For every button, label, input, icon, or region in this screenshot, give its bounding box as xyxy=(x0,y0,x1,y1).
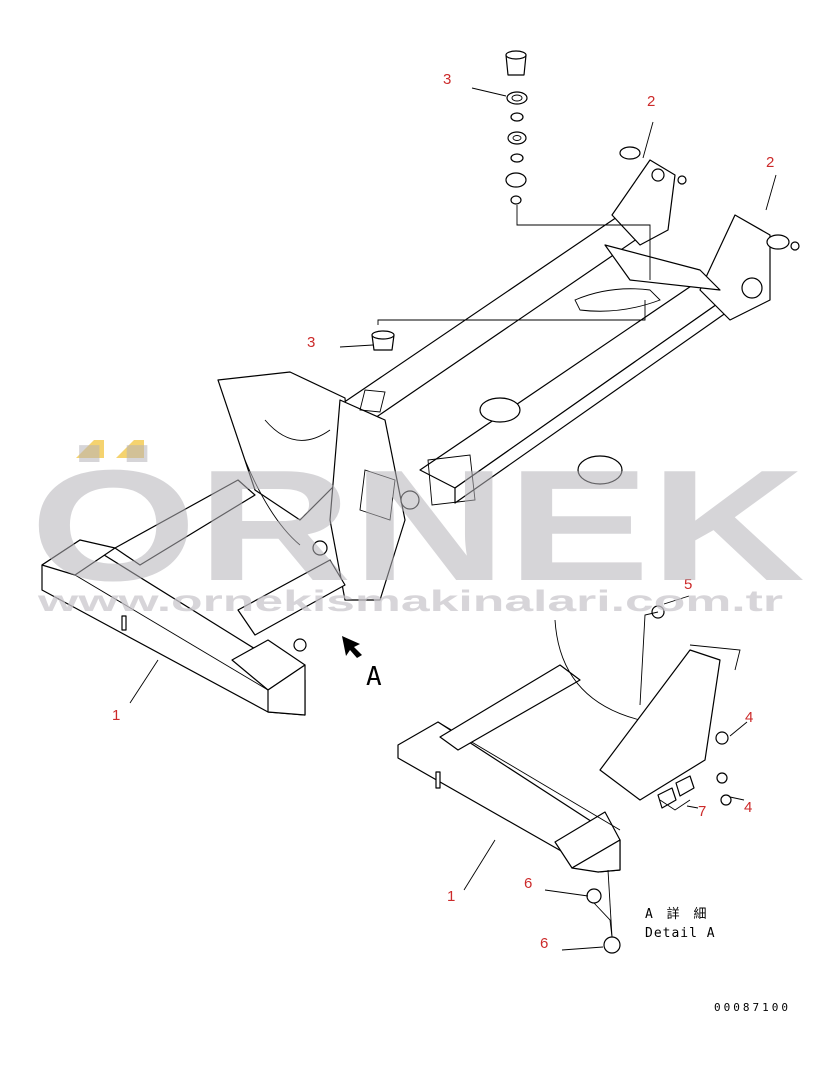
watermark-brand: ÖRNEK xyxy=(30,438,805,614)
detail-a-drawing xyxy=(397,605,741,954)
watermark-accent-right xyxy=(116,440,144,458)
callout-2-right: 2 xyxy=(766,154,774,171)
hinge-pins-2 xyxy=(619,146,800,251)
callout-6-upper: 6 xyxy=(524,875,532,892)
main-frame-drawing xyxy=(41,159,771,716)
callout-1-detail: 1 xyxy=(447,888,455,905)
watermark-url: www.ornekismakinalari.com.tr xyxy=(36,585,783,618)
leader-lines xyxy=(129,87,777,951)
callout-5: 5 xyxy=(684,576,692,593)
callout-4-lower: 4 xyxy=(744,799,752,816)
callouts: 3 2 2 3 1 5 4 4 7 1 6 6 xyxy=(112,71,774,952)
callout-3-top: 3 xyxy=(443,71,451,88)
callout-7: 7 xyxy=(698,803,706,820)
bushing-3-mid xyxy=(371,330,395,351)
callout-1-frame: 1 xyxy=(112,707,120,724)
watermark: ÖRNEK www.ornekismakinalari.com.tr xyxy=(30,438,805,618)
callout-3-mid: 3 xyxy=(307,334,315,351)
detail-caption-japanese: A 詳 細 xyxy=(645,906,709,922)
callout-4-upper: 4 xyxy=(745,709,753,726)
drawing-number: 00087100 xyxy=(714,1001,791,1014)
view-arrow: A xyxy=(342,636,382,692)
view-arrow-label: A xyxy=(366,662,382,692)
watermark-accent-left xyxy=(76,440,104,458)
callout-2-left: 2 xyxy=(647,93,655,110)
callout-6-lower: 6 xyxy=(540,935,548,952)
bushing-stack-3 xyxy=(505,50,528,205)
detail-caption-english: Detail A xyxy=(645,926,716,941)
